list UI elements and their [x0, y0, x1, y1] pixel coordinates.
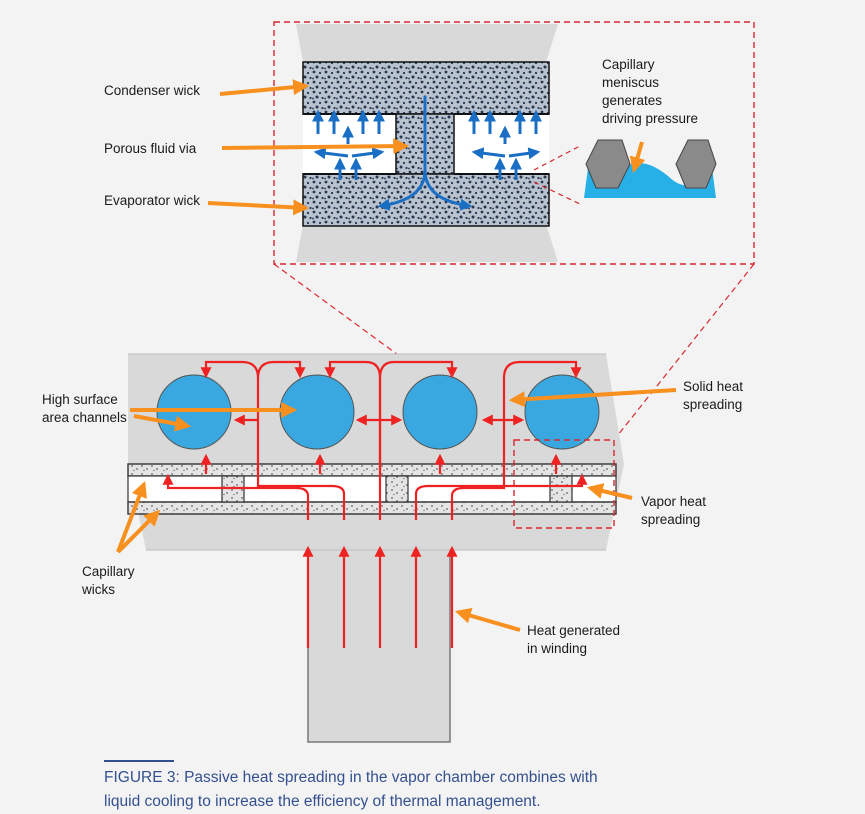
label-porous-fluid-via: Porous fluid via	[104, 141, 197, 156]
channel-3	[402, 374, 478, 450]
zoom-frame	[273, 21, 755, 265]
wick-particle-right	[675, 139, 717, 189]
fluid-flow-arrows	[312, 96, 542, 211]
caption-rule	[104, 760, 174, 762]
channel-4	[524, 374, 600, 450]
main-cross-section	[127, 353, 624, 743]
label-vapor-heat-spreading: Vapor heat spreading	[641, 494, 707, 527]
label-capillary-meniscus: Capillary meniscus generates driving pre…	[602, 57, 699, 126]
zoom-detail	[273, 21, 755, 265]
label-solid-heat-spreading: Solid heat spreading	[683, 379, 744, 412]
fluid-via-right	[549, 475, 573, 503]
label-evaporator-wick: Evaporator wick	[104, 193, 201, 208]
detail-region-marker	[513, 439, 615, 529]
figure-caption: FIGURE 3: Passive heat spreading in the …	[104, 769, 598, 810]
label-condenser-wick: Condenser wick	[104, 83, 201, 98]
fluid-via-center	[385, 475, 409, 503]
lower-capillary-wick	[127, 501, 617, 515]
upper-capillary-wick	[127, 463, 617, 477]
callout-arrows	[116, 79, 677, 632]
wick-particle-left	[585, 139, 631, 189]
meniscus-inset	[584, 139, 717, 198]
label-high-surface-area-channels: High surface area channels	[42, 392, 127, 425]
heat-flow-arrows	[162, 360, 588, 648]
label-capillary-wicks: Capillary wicks	[82, 564, 135, 597]
label-heat-generated: Heat generated in winding	[527, 623, 621, 656]
